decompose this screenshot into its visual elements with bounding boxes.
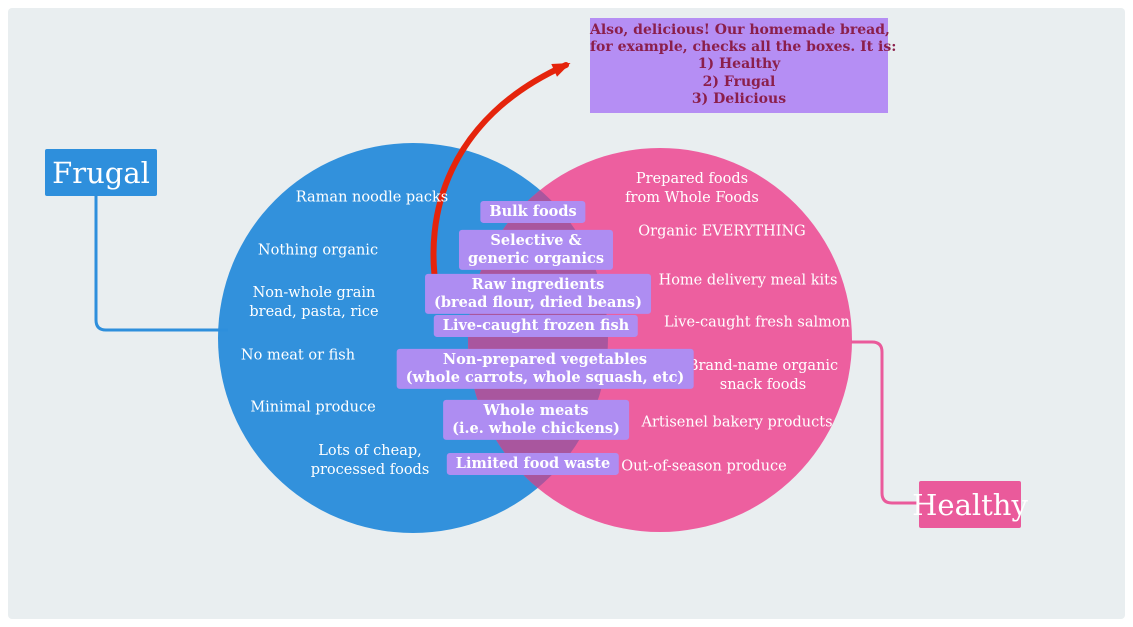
frugal-item[interactable]: No meat or fish xyxy=(240,347,356,364)
healthy-item[interactable]: Live-caught fresh salmon xyxy=(664,314,850,331)
frugal-label-box[interactable]: Frugal xyxy=(45,149,157,196)
healthy-item[interactable]: Artisenel bakery products xyxy=(641,414,833,431)
shared-item[interactable]: Whole meats (i.e. whole chickens) xyxy=(443,399,629,441)
frugal-item[interactable]: Non-whole grain bread, pasta, rice xyxy=(249,285,379,320)
frugal-item[interactable]: Nothing organic xyxy=(257,242,379,259)
shared-item[interactable]: Raw ingredients (bread flour, dried bean… xyxy=(425,273,651,315)
healthy-item[interactable]: Organic EVERYTHING xyxy=(638,223,806,240)
frugal-item[interactable]: Raman noodle packs xyxy=(295,189,449,206)
healthy-item[interactable]: Home delivery meal kits xyxy=(658,272,838,289)
healthy-connector-line xyxy=(851,340,919,505)
shared-item[interactable]: Selective & generic organics xyxy=(458,229,614,271)
annotation-callout[interactable]: Also, delicious! Our homemade bread, for… xyxy=(590,18,896,114)
frugal-item[interactable]: Lots of cheap, processed foods xyxy=(310,443,430,478)
frugal-item[interactable]: Minimal produce xyxy=(250,399,376,416)
shared-item[interactable]: Limited food waste xyxy=(446,452,620,476)
frugal-connector-line xyxy=(94,196,228,332)
shared-item[interactable]: Non-prepared vegetables (whole carrots, … xyxy=(396,348,694,390)
arrow-to-annotation xyxy=(430,62,571,296)
healthy-item[interactable]: Prepared foods from Whole Foods xyxy=(625,171,759,206)
healthy-item[interactable]: Out-of-season produce xyxy=(621,458,787,475)
healthy-label-box[interactable]: Healthy xyxy=(912,481,1028,528)
shared-item[interactable]: Live-caught frozen fish xyxy=(433,314,639,338)
healthy-item[interactable]: Brand-name organic snack foods xyxy=(687,358,839,393)
shared-item[interactable]: Bulk foods xyxy=(480,200,586,224)
